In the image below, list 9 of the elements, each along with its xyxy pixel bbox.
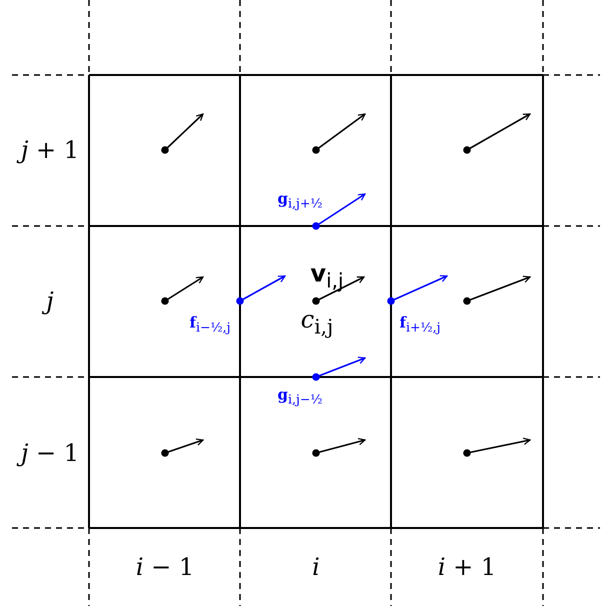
vector-label: v$_{i,j}$ (310, 260, 344, 292)
flux-label: f$_{i+½,j}$ (400, 314, 440, 334)
column-label: i + 1 (438, 553, 496, 581)
flux-label: g$_{i,j+½}$ (278, 190, 322, 210)
column-label: i − 1 (136, 553, 194, 581)
flux-label: f$_{i−½,j}$ (190, 314, 230, 334)
column-label: i (312, 553, 320, 581)
flux-label: g$_{i,j−½}$ (278, 386, 322, 406)
cell-label: c$_{i,j}$ (300, 306, 334, 338)
